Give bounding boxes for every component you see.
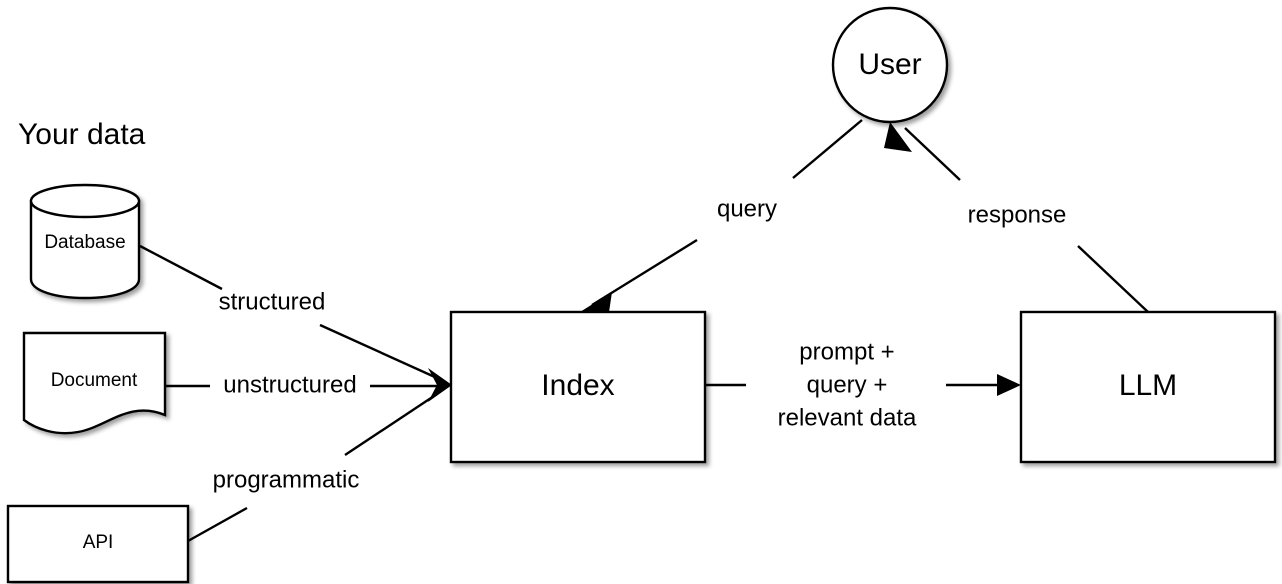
node-label-index: Index xyxy=(541,369,614,402)
edge-label-unstructured: unstructured xyxy=(223,371,356,398)
edge-structured-segment-2 xyxy=(319,323,438,380)
edge-response-segment-1 xyxy=(1077,245,1149,313)
edge-label-query: query xyxy=(717,195,777,222)
arrowhead-into-llm xyxy=(997,374,1021,396)
index-body xyxy=(449,310,707,464)
node-document[interactable] xyxy=(22,331,167,435)
edge-query-segment-1 xyxy=(792,119,863,179)
user-body xyxy=(831,6,949,124)
database-top-ellipse xyxy=(29,183,141,219)
node-label-user: User xyxy=(858,48,921,81)
node-index[interactable] xyxy=(449,310,707,464)
edge-response-segment-2 xyxy=(904,127,961,181)
edge-prompt-bundle: prompt + query + relevant data xyxy=(706,338,1021,431)
node-label-api: API xyxy=(83,532,114,553)
api-body xyxy=(6,504,190,584)
node-label-llm: LLM xyxy=(1119,369,1177,402)
edge-query: query xyxy=(580,119,863,319)
edge-label-programmatic: programmatic xyxy=(213,466,360,493)
edge-label-prompt-line2: query + xyxy=(807,371,888,398)
edge-programmatic: programmatic xyxy=(187,392,438,543)
edge-label-structured: structured xyxy=(219,288,326,315)
edge-response: response xyxy=(884,122,1149,313)
arrowhead-into-index xyxy=(428,368,452,402)
node-user[interactable] xyxy=(831,6,949,124)
edge-label-prompt-line3: relevant data xyxy=(778,404,917,431)
document-body xyxy=(22,331,167,435)
node-label-database: Database xyxy=(44,232,125,253)
node-llm[interactable] xyxy=(1019,310,1277,464)
page-title: Your data xyxy=(18,118,146,151)
node-label-document: Document xyxy=(51,370,138,391)
database-body xyxy=(29,199,141,300)
edge-programmatic-segment-1 xyxy=(187,506,248,543)
edge-label-prompt-line1: prompt + xyxy=(799,338,894,365)
node-database[interactable] xyxy=(29,183,141,300)
edge-label-response: response xyxy=(968,201,1067,228)
node-api[interactable] xyxy=(6,504,190,584)
llm-body xyxy=(1019,310,1277,464)
edge-structured-segment-1 xyxy=(139,244,223,291)
edge-programmatic-segment-2 xyxy=(344,392,438,457)
arrowhead-into-user xyxy=(884,122,912,152)
edge-unstructured: unstructured xyxy=(166,371,437,398)
edge-structured: structured xyxy=(139,244,438,380)
